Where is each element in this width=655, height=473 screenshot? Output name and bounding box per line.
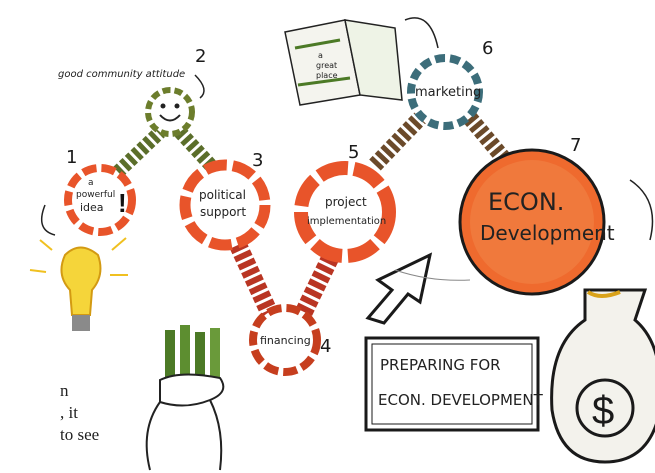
- node-idea-label-2: powerful: [76, 190, 115, 200]
- money-bag-icon: $: [550, 179, 655, 464]
- node-financing-number: 4: [320, 336, 331, 357]
- node-project-number: 5: [348, 142, 359, 163]
- node-political-label-2: support: [200, 205, 246, 219]
- node-idea-label-3: idea: [80, 201, 104, 214]
- connector-5-6: [369, 112, 426, 171]
- node-econ-label-1: ECON.: [488, 188, 564, 216]
- node-marketing-label: marketing: [415, 85, 481, 100]
- smiley-right-eye: [174, 103, 180, 109]
- node-community-attitude: good community attitude 2: [58, 46, 206, 137]
- node-project-label-2: implementation: [307, 216, 386, 227]
- connector-6-7: [463, 112, 512, 166]
- book-text-1: a: [318, 51, 323, 60]
- node-idea: a powerful idea ! 1: [64, 147, 136, 236]
- side-text-line-3: to see: [60, 425, 100, 444]
- node-econ-number: 7: [570, 135, 581, 156]
- node-political-label-1: political: [199, 188, 246, 202]
- node-financing-label: financing: [260, 334, 311, 347]
- side-text-fragment: n , it to see: [60, 380, 170, 446]
- community-arrow: [194, 74, 205, 99]
- smiley-mouth: [159, 114, 181, 122]
- banner-line-2: ECON. DEVELOPMENT: [378, 391, 544, 409]
- book-arrow: [404, 17, 439, 49]
- node-idea-number: 1: [66, 147, 77, 168]
- node-political-number: 3: [252, 150, 263, 171]
- banner-line-1: PREPARING FOR: [380, 356, 501, 374]
- node-marketing-number: 6: [482, 38, 493, 59]
- node-econ-label-2: Development: [480, 221, 615, 245]
- node-community-label: good community attitude: [58, 69, 185, 80]
- node-idea-label-1: a: [88, 178, 94, 188]
- node-project-label-1: project: [325, 195, 367, 209]
- smiley-left-eye: [160, 103, 166, 109]
- book-text-3: place: [316, 71, 338, 80]
- connector-1-2: [113, 126, 165, 178]
- node-political-support: political support 3: [179, 150, 271, 251]
- big-arrow-icon: [365, 252, 471, 325]
- hand-with-money-icon: [145, 325, 225, 471]
- exclamation-icon: !: [118, 188, 127, 218]
- side-text-line-1: n: [60, 381, 69, 400]
- node-marketing: marketing 6: [407, 38, 493, 130]
- node-financing: financing 4: [249, 304, 331, 376]
- book-sketch: a great place: [284, 17, 439, 106]
- book-text-2: great: [316, 61, 337, 70]
- node-econ-development: ECON. Development 7: [458, 135, 615, 296]
- side-text-line-2: , it: [60, 403, 78, 422]
- dollar-icon: $: [592, 389, 614, 433]
- node-community-number: 2: [195, 46, 206, 67]
- lightbulb-icon: [29, 204, 128, 331]
- preparing-banner: PREPARING FOR ECON. DEVELOPMENT: [364, 336, 544, 432]
- node-project-implementation: project implementation 5: [294, 142, 396, 263]
